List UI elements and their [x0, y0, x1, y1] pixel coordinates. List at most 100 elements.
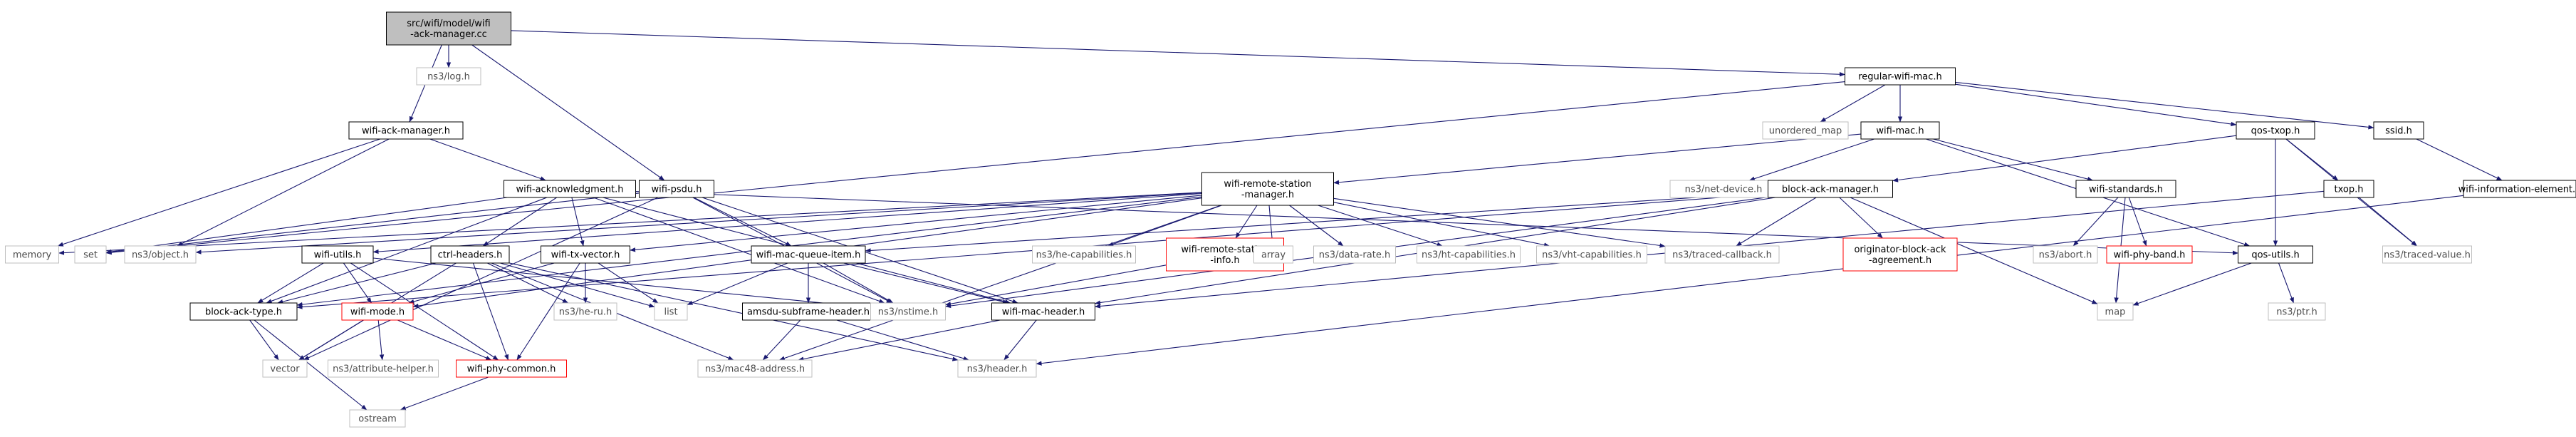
node-label: originator-block-ack	[1854, 245, 1946, 255]
node-wmh[interactable]: wifi-mac-header.h	[992, 303, 1095, 320]
edge-wtxv-to-list	[598, 263, 658, 303]
node-label: wifi-mac-queue-item.h	[756, 250, 861, 261]
node-wtxv[interactable]: wifi-tx-vector.h	[541, 246, 630, 263]
node-label: wifi-remote-station	[1224, 179, 1311, 190]
edge-wam-to-wack	[430, 139, 546, 180]
node-label: ns3/traced-callback.h	[1672, 250, 1772, 261]
node-psdu[interactable]: wifi-psdu.h	[640, 180, 714, 197]
edge-wack-to-wtxv	[572, 197, 583, 246]
node-wmac[interactable]: wifi-mac.h	[1861, 122, 1939, 139]
edge-wrsm-to-wutils	[373, 194, 1202, 252]
node-array: array	[1254, 246, 1293, 263]
node-label: wifi-utils.h	[314, 250, 362, 261]
edge-psdu-to-vector	[303, 197, 658, 360]
node-label: amsdu-subframe-header.h	[747, 307, 870, 318]
node-wrsm[interactable]: wifi-remote-station-manager.h	[1202, 173, 1334, 205]
node-rwm[interactable]: regular-wifi-mac.h	[1845, 68, 1956, 85]
edge-wmqi-to-nstime	[823, 263, 893, 303]
node-label: ns3/attribute-helper.h	[333, 364, 434, 375]
edge-wmac-to-wstd	[1933, 139, 2092, 180]
node-label: vector	[270, 364, 300, 375]
node-label: array	[1261, 250, 1286, 261]
node-label: wifi-standards.h	[2089, 185, 2163, 195]
node-label: wifi-mac-header.h	[1002, 307, 1085, 318]
node-bat[interactable]: block-ack-type.h	[190, 303, 297, 320]
node-label: -info.h	[1210, 255, 1239, 266]
node-nstime: ns3/nstime.h	[871, 303, 946, 320]
node-qtxop[interactable]: qos-txop.h	[2236, 122, 2315, 139]
node-tval: ns3/traced-value.h	[2383, 246, 2472, 263]
node-label: ns3/abort.h	[2039, 250, 2092, 261]
node-txop[interactable]: txop.h	[2324, 180, 2374, 197]
node-tcb: ns3/traced-callback.h	[1665, 246, 1779, 263]
node-ctrl[interactable]: ctrl-headers.h	[431, 246, 509, 263]
node-memory: memory	[6, 246, 59, 263]
node-nslog: ns3/log.h	[417, 68, 481, 85]
edge-wack-to-set	[106, 197, 507, 252]
edge-wrsi-to-nstime	[946, 265, 1167, 305]
edge-qutils-to-ptr	[2279, 263, 2294, 303]
node-nsabort: ns3/abort.h	[2033, 246, 2097, 263]
nodes-layer: src/wifi/model/wifi-ack-manager.cc ns3/lo…	[6, 12, 2576, 427]
edge-wmh-to-mac48	[798, 320, 1001, 360]
edge-wstd-to-wpb	[2129, 197, 2146, 246]
node-label: src/wifi/model/wifi	[407, 19, 490, 29]
edge-wmode-to-athelper	[378, 320, 382, 360]
node-hecap: ns3/he-capabilities.h	[1033, 246, 1136, 263]
edge-qutils-to-map	[2133, 263, 2251, 305]
node-label: wifi-phy-band.h	[2114, 250, 2186, 261]
node-bam[interactable]: block-ack-manager.h	[1768, 180, 1893, 197]
node-ptr: ns3/ptr.h	[2268, 303, 2325, 320]
node-wmode[interactable]: wifi-mode.h	[342, 303, 413, 320]
node-label: wifi-ack-manager.h	[362, 126, 450, 137]
node-wpb[interactable]: wifi-phy-band.h	[2107, 246, 2192, 263]
node-netdev: ns3/net-device.h	[1670, 180, 1777, 197]
node-list: list	[655, 303, 687, 320]
edge-rwm-to-qtxop	[1956, 84, 2237, 125]
node-ostream: ostream	[350, 410, 405, 427]
node-wack[interactable]: wifi-acknowledgment.h	[504, 180, 636, 197]
edge-wutils-to-nstime	[373, 258, 871, 308]
node-ssid[interactable]: ssid.h	[2374, 122, 2424, 139]
node-obaa[interactable]: originator-block-ack-agreement.h	[1843, 238, 1957, 271]
node-label: ns3/header.h	[967, 364, 1028, 375]
node-label: ns3/he-capabilities.h	[1036, 250, 1132, 261]
node-wstd[interactable]: wifi-standards.h	[2076, 180, 2176, 197]
node-header: ns3/header.h	[958, 360, 1036, 377]
node-label: ns3/data-rate.h	[1319, 250, 1390, 261]
node-wam[interactable]: wifi-ack-manager.h	[349, 122, 463, 139]
node-wmqi[interactable]: wifi-mac-queue-item.h	[751, 246, 865, 263]
node-nsobj: ns3/object.h	[125, 246, 196, 263]
edge-wmac-to-wrsm	[1334, 134, 1862, 182]
node-label: ns3/he-ru.h	[559, 307, 612, 318]
node-vector: vector	[263, 360, 307, 377]
node-wpc[interactable]: wifi-phy-common.h	[457, 360, 567, 377]
node-label: list	[664, 307, 677, 318]
edge-wam-to-memory	[58, 139, 380, 246]
node-ash[interactable]: amsdu-subframe-header.h	[743, 303, 875, 320]
edge-ctrl-to-heru	[487, 263, 568, 303]
node-umap: unordered_map	[1763, 122, 1848, 139]
node-set: set	[75, 246, 106, 263]
node-label: -agreement.h	[1869, 255, 1931, 266]
node-label: set	[83, 250, 98, 261]
edge-qtxop-to-bam	[1893, 135, 2237, 180]
node-label: ssid.h	[2385, 126, 2412, 137]
node-wutils[interactable]: wifi-utils.h	[302, 246, 373, 263]
edge-psdu-to-set	[106, 193, 640, 253]
edge-bam-to-tcb	[1736, 197, 1816, 246]
node-qutils[interactable]: qos-utils.h	[2238, 246, 2313, 263]
node-label: wifi-information-element.h	[2458, 185, 2576, 195]
node-label: ns3/traced-value.h	[2384, 250, 2471, 261]
node-src: src/wifi/model/wifi-ack-manager.cc	[387, 12, 511, 45]
node-heru: ns3/he-ru.h	[554, 303, 617, 320]
edge-ash-to-mac48	[763, 320, 801, 360]
node-wie[interactable]: wifi-information-element.h	[2458, 180, 2576, 197]
node-label: wifi-mac.h	[1876, 126, 1924, 137]
edge-ctrl-to-wpc	[473, 263, 508, 360]
node-label: ns3/net-device.h	[1685, 185, 1763, 195]
edge-wmh-to-header	[1004, 320, 1037, 360]
edge-rwm-to-ssid	[1956, 82, 2374, 128]
